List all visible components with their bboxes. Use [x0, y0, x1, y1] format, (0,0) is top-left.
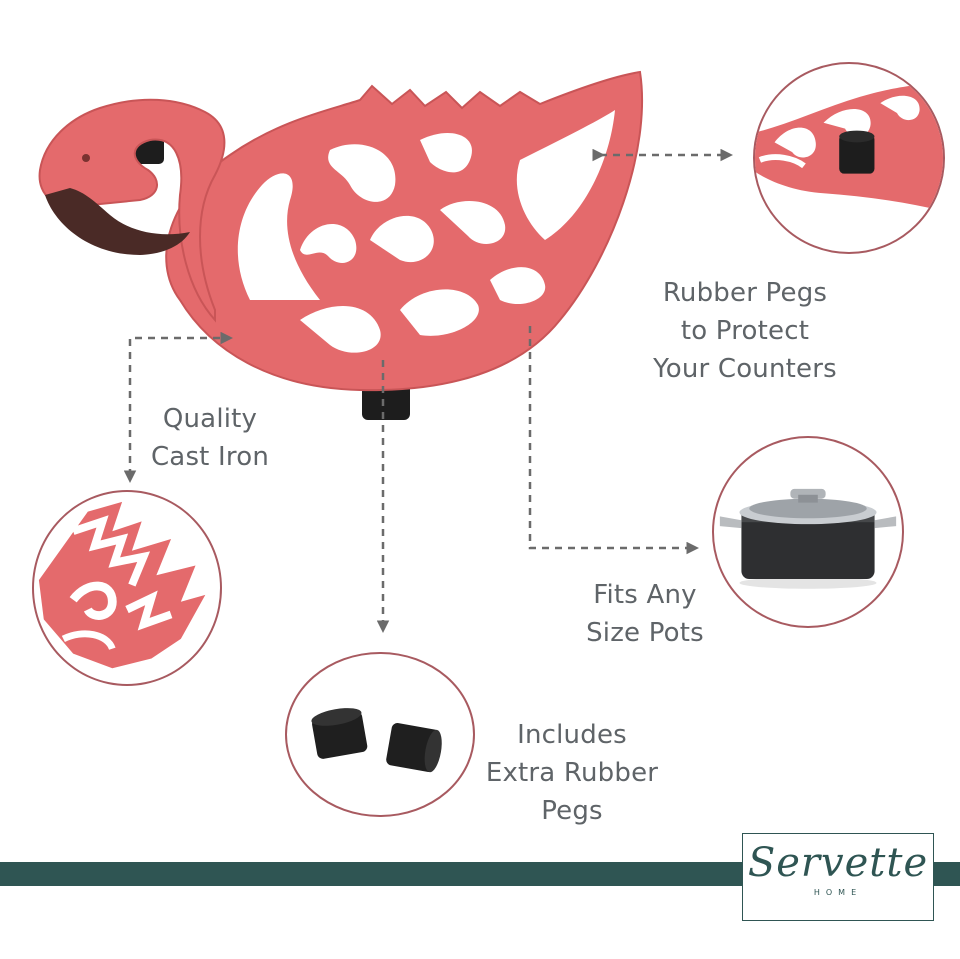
- peg-closeup-image: [755, 81, 943, 211]
- extra-pegs-label: Includes Extra Rubber Pegs: [472, 716, 672, 830]
- fits-pots-label: Fits Any Size Pots: [565, 576, 725, 652]
- label-line: Fits Any: [593, 580, 697, 610]
- label-line: Cast Iron: [150, 442, 270, 472]
- cast-iron-closeup: [32, 490, 222, 686]
- brand-subtitle: HOME: [813, 888, 863, 897]
- label-line: Rubber Pegs: [662, 278, 828, 308]
- label-line: Your Counters: [653, 354, 837, 384]
- label-line: Includes: [517, 720, 627, 750]
- pot-image: [712, 436, 904, 628]
- brand-name: Servette: [747, 840, 929, 886]
- callout-arrows: [123, 148, 733, 633]
- label-line: Quality: [162, 404, 258, 434]
- brand-logo: Servette HOME: [742, 833, 934, 921]
- rubber-pegs-label: Rubber Pegs to Protect Your Counters: [630, 274, 860, 388]
- label-line: Pegs: [541, 796, 603, 826]
- extra-pegs-image: [311, 708, 442, 773]
- label-line: Size Pots: [586, 618, 704, 648]
- rubber-peg-closeup: [753, 62, 945, 254]
- flamingo-trivet: [38, 70, 644, 420]
- pot-illustration: [719, 488, 897, 589]
- label-line: to Protect: [680, 316, 810, 346]
- cast-iron-label: Quality Cast Iron: [130, 400, 290, 476]
- extra-pegs-closeup: [285, 652, 475, 817]
- label-line: Extra Rubber: [485, 758, 659, 788]
- cast-iron-closeup-image: [38, 501, 206, 669]
